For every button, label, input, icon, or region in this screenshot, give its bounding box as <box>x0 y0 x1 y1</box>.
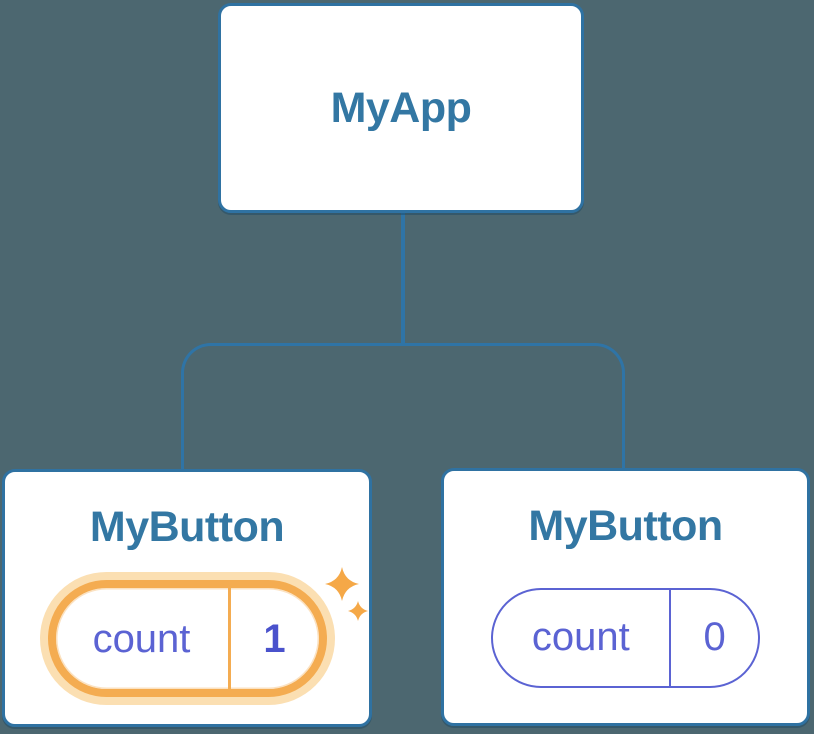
sparkles-icon <box>325 567 368 621</box>
connector-branch <box>181 343 625 473</box>
node-mybutton-left: MyButton count 1 <box>2 469 372 727</box>
node-myapp: MyApp <box>218 3 584 213</box>
state-pill-area: count 0 <box>444 571 807 704</box>
node-mybutton-right: MyButton count 0 <box>441 468 810 726</box>
node-title: MyButton <box>89 503 285 551</box>
state-pill-highlighted: count 1 <box>47 580 327 697</box>
node-title: MyButton <box>528 502 723 550</box>
state-name: count <box>531 615 630 659</box>
pill-divider <box>668 589 672 686</box>
state-pill-area: count 1 <box>5 567 369 705</box>
connector-stem <box>401 211 405 345</box>
node-title: MyApp <box>330 84 472 132</box>
pill-divider <box>227 588 231 689</box>
state-value: 0 <box>703 615 726 659</box>
state-highlight-glow: count 1 <box>39 572 335 705</box>
state-pill-plain: count 0 <box>491 587 760 688</box>
